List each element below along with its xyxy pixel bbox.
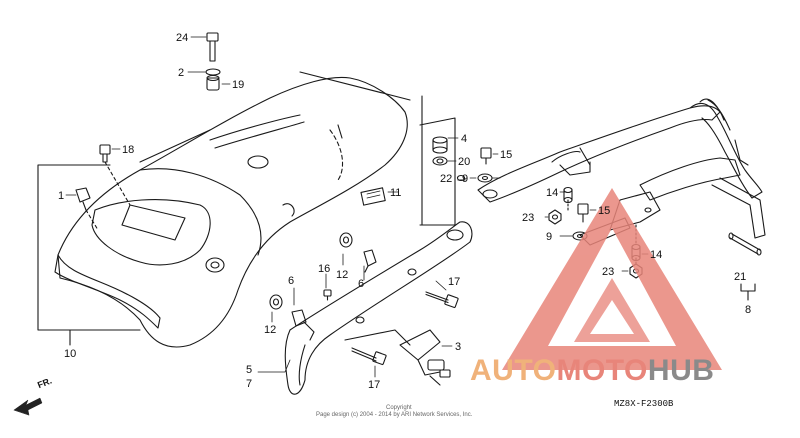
callout-12-lower: 12 [264, 324, 276, 336]
callout-4: 4 [461, 133, 467, 145]
callout-5: 5 [246, 364, 252, 376]
callout-22: 22 [440, 173, 452, 185]
callout-6-lower: 6 [288, 275, 294, 287]
clip-6-right [363, 249, 377, 273]
watermark-logo [502, 188, 722, 370]
grommet-12-lower [269, 294, 283, 310]
watermark-word-1: AUTO [470, 354, 557, 387]
clip-1 [75, 187, 91, 211]
callout-12-upper: 12 [336, 269, 348, 281]
label-plate [360, 187, 386, 206]
bolt-17-upper [425, 291, 459, 309]
callout-23-upper: 23 [522, 212, 534, 224]
watermark-brand: AUTOMOTOHUB [470, 354, 714, 388]
collar-19 [206, 74, 220, 91]
bolt-15-lower [577, 203, 589, 223]
bolt-17-lower [351, 347, 387, 366]
rear-fender-body [54, 76, 408, 348]
callout-15-upper: 15 [500, 149, 512, 161]
callout-10: 10 [64, 348, 76, 360]
rubber-4 [432, 136, 448, 154]
callout-6-upper: 6 [358, 278, 364, 290]
assembly-frame-top [139, 71, 411, 163]
front-direction-arrow [13, 397, 43, 416]
callout-11: 11 [390, 187, 401, 199]
callout-16: 16 [318, 263, 330, 275]
copyright-line-1: Copyright [386, 405, 412, 411]
callout-3: 3 [455, 341, 461, 353]
fender-tail-section [54, 254, 161, 329]
bolt-24 [206, 32, 219, 62]
callout-19: 19 [232, 79, 244, 91]
bolt-15-upper [480, 147, 492, 165]
collar-20 [432, 156, 448, 166]
bolt-22 [456, 174, 466, 182]
watermark-word-3: HUB [647, 354, 715, 387]
callout-9-upper: 9 [462, 173, 468, 185]
callout-7: 7 [246, 378, 252, 390]
leader-lines [65, 36, 649, 378]
callout-14-lower: 14 [650, 249, 662, 261]
diagram-code: MZ8X-F2300B [614, 399, 674, 409]
grommet-12-upper [339, 232, 353, 248]
callout-14-upper: 14 [546, 187, 558, 199]
callout-9-lower: 9 [546, 231, 552, 243]
washer-2 [205, 68, 221, 76]
nut-9-upper [477, 173, 493, 183]
callout-17-upper: 17 [448, 276, 460, 288]
callout-2: 2 [178, 67, 184, 79]
pin-21 [728, 232, 762, 256]
bracket-21-8 [740, 283, 756, 292]
callout-labels: 24 2 19 18 1 10 4 20 22 11 15 9 14 23 15… [58, 32, 751, 391]
copyright-line-2: Page design (c) 2004 - 2014 by ARI Netwo… [316, 412, 473, 418]
nut-23-upper [548, 209, 562, 225]
callout-8: 8 [745, 304, 751, 316]
assembly-frame-right [419, 95, 456, 226]
callout-23-lower: 23 [602, 266, 614, 278]
callout-24: 24 [176, 32, 188, 44]
callout-21: 21 [734, 271, 746, 283]
callout-15-lower: 15 [598, 205, 610, 217]
assembly-frame-left [37, 164, 141, 346]
screw-16 [323, 289, 332, 301]
bracket-3 [399, 329, 451, 386]
callout-20: 20 [458, 156, 470, 168]
callout-18: 18 [122, 144, 134, 156]
bolt-18 [99, 144, 111, 163]
callout-17-lower: 17 [368, 379, 380, 391]
clip-6-left [291, 309, 315, 341]
splash-guard-5-7 [284, 221, 473, 395]
callout-1: 1 [58, 190, 64, 202]
watermark-word-2: MOTO [556, 354, 648, 387]
